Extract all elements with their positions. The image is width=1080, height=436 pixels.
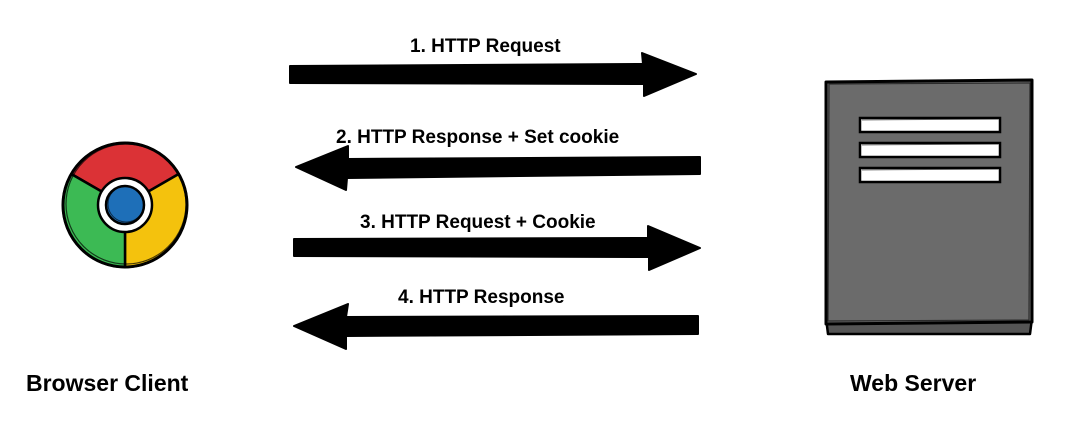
request-arrow-1 xyxy=(289,52,697,97)
web-server-label: Web Server xyxy=(850,370,977,396)
server-icon xyxy=(824,78,1034,336)
step-1-label: 1. HTTP Request xyxy=(410,36,561,57)
response-arrow-4 xyxy=(293,303,699,350)
response-arrow-2 xyxy=(295,145,701,191)
step-2-label: 2. HTTP Response + Set cookie xyxy=(336,127,620,148)
browser-client-label: Browser Client xyxy=(26,370,189,396)
step-4-label: 4. HTTP Response xyxy=(398,287,565,308)
request-arrow-3 xyxy=(293,225,701,271)
chrome-browser-icon xyxy=(61,141,189,269)
step-3-label: 3. HTTP Request + Cookie xyxy=(360,212,596,233)
